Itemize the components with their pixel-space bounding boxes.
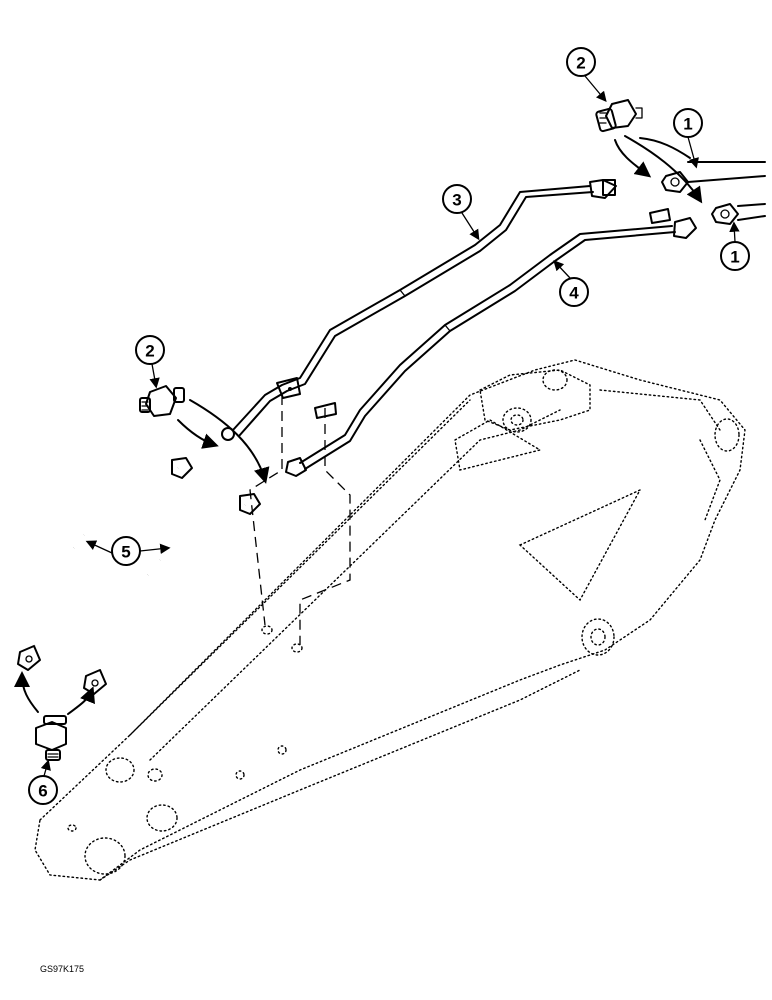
callout-3-label: 3 bbox=[452, 191, 461, 210]
callout-4-label: 4 bbox=[569, 284, 579, 303]
callout-6: 6 bbox=[28, 775, 58, 805]
callout-leaders bbox=[40, 75, 740, 777]
installation-arrows bbox=[14, 135, 703, 715]
boom-outline bbox=[34, 359, 746, 881]
callout-1-lower: 1 bbox=[720, 241, 750, 271]
nut-1-lower bbox=[711, 203, 766, 225]
adapter-6 bbox=[35, 715, 67, 761]
callout-1-lower-label: 1 bbox=[730, 248, 739, 267]
nut-1-upper bbox=[661, 161, 766, 193]
callout-2-left: 2 bbox=[135, 335, 165, 365]
callout-3: 3 bbox=[442, 184, 472, 214]
adapter-2-upper bbox=[595, 99, 643, 133]
hose-5-right bbox=[83, 493, 261, 695]
callout-2-upper-label: 2 bbox=[576, 54, 585, 73]
callout-2-left-label: 2 bbox=[145, 342, 154, 361]
callout-2-upper: 2 bbox=[566, 47, 596, 77]
callout-5: 5 bbox=[111, 536, 141, 566]
tube-3-steel-line bbox=[221, 179, 617, 441]
callout-1-upper: 1 bbox=[673, 108, 703, 138]
callout-5-label: 5 bbox=[121, 543, 130, 562]
hose-5-left bbox=[17, 457, 193, 671]
drawing-code: GS97K175 bbox=[40, 964, 84, 974]
adapter-2-left bbox=[139, 385, 185, 417]
tube-4-steel-line bbox=[285, 208, 697, 477]
callout-6-label: 6 bbox=[38, 782, 47, 801]
callout-4: 4 bbox=[559, 277, 589, 307]
mounting-guide-lines bbox=[249, 395, 351, 645]
callout-1-upper-label: 1 bbox=[683, 115, 692, 134]
